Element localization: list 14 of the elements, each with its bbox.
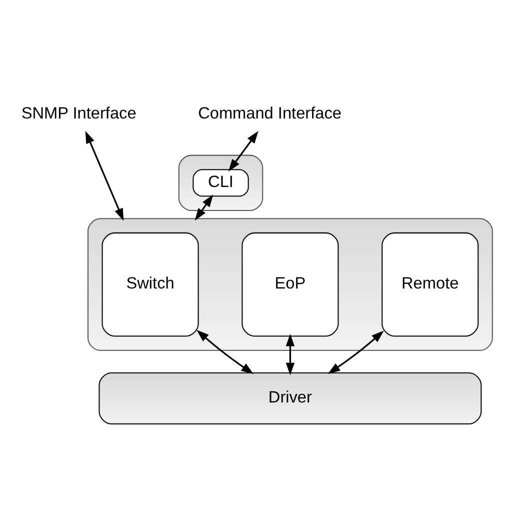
node-box: CLI [192, 169, 249, 197]
arrow [328, 330, 384, 374]
arrow [196, 330, 254, 374]
arrow [228, 130, 258, 172]
arrow [286, 334, 295, 376]
node-box: Switch [102, 232, 199, 337]
node-box: EoP [242, 232, 339, 337]
node-box: Driver [98, 372, 482, 424]
arrow [85, 130, 124, 221]
arrow [194, 194, 214, 221]
node-text: Command Interface [198, 104, 342, 122]
node-text: SNMP Interface [21, 104, 136, 122]
cluster [87, 218, 493, 351]
node-box: Remote [382, 232, 479, 337]
